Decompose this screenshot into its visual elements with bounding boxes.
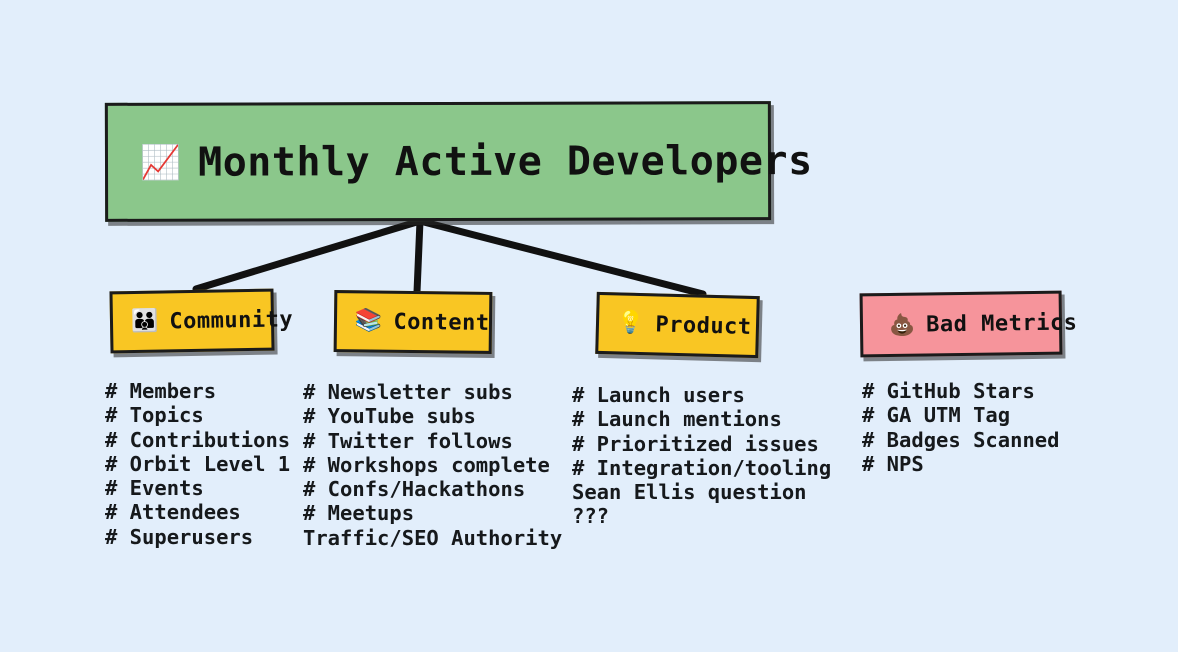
metric-item: # Launch mentions: [572, 407, 782, 432]
node-product[interactable]: 💡 Product: [595, 291, 760, 359]
connector-root-to-content: [413, 217, 424, 296]
node-product-label: Product: [655, 311, 752, 340]
metric-item: # Confs/Hackathons: [303, 477, 526, 502]
node-community-label: Community: [169, 306, 294, 334]
metric-list-product: # Launch users# Launch mentions# Priorit…: [572, 383, 831, 529]
light-bulb-icon: 💡: [616, 310, 645, 337]
metric-item: # GitHub Stars: [862, 379, 1035, 403]
metric-item: # Integration/tooling: [572, 455, 832, 480]
metric-item: # Newsletter subs: [303, 380, 513, 404]
metric-item: # Prioritized issues: [572, 431, 819, 456]
node-community[interactable]: 👪 Community: [109, 288, 293, 354]
connector-root-to-community: [192, 217, 424, 293]
metric-item: # Badges Scanned: [862, 427, 1060, 452]
metric-item: # Launch users: [572, 383, 745, 407]
connector-root-to-product: [416, 217, 707, 298]
metric-list-community: # Members# Topics# Contributions# Orbit …: [105, 379, 290, 549]
node-content[interactable]: 📚 Content: [333, 290, 493, 354]
metric-list-bad-metrics: # GitHub Stars# GA UTM Tag# Badges Scann…: [862, 379, 1059, 476]
metric-item: ???: [572, 504, 610, 529]
metric-item: # Twitter follows: [303, 428, 513, 453]
metric-item: # Orbit Level 1: [105, 451, 291, 476]
pile-of-poo-icon: 💩: [888, 312, 916, 337]
metric-item: # Topics: [105, 403, 204, 428]
node-bad-metrics-label: Bad Metrics: [925, 309, 1078, 337]
metric-item: # YouTube subs: [303, 404, 476, 429]
metric-item: # NPS: [862, 451, 924, 476]
chart-increasing-icon: 📈: [139, 142, 182, 182]
metric-item: # Attendees: [105, 500, 241, 525]
metric-item: Sean Ellis question: [572, 480, 807, 505]
metric-item: # Workshops complete: [303, 452, 550, 477]
node-bad-metrics[interactable]: 💩 Bad Metrics: [859, 290, 1078, 358]
metric-item: # Contributions: [105, 427, 291, 452]
family-people-icon: 👪: [130, 308, 159, 335]
node-monthly-active-developers[interactable]: 📈 Monthly Active Developers: [104, 101, 813, 222]
metric-list-content: # Newsletter subs# YouTube subs# Twitter…: [303, 380, 562, 550]
metric-item: Traffic/SEO Authority: [303, 525, 563, 550]
node-content-label: Content: [393, 309, 490, 336]
metric-item: # Events: [105, 476, 204, 501]
metric-item: # GA UTM Tag: [862, 403, 1011, 428]
metric-item: # Superusers: [105, 524, 254, 549]
metric-item: # Members: [105, 379, 217, 403]
metric-item: # Meetups: [303, 501, 415, 526]
books-icon: 📚: [354, 308, 383, 334]
node-root-label: Monthly Active Developers: [198, 137, 813, 186]
